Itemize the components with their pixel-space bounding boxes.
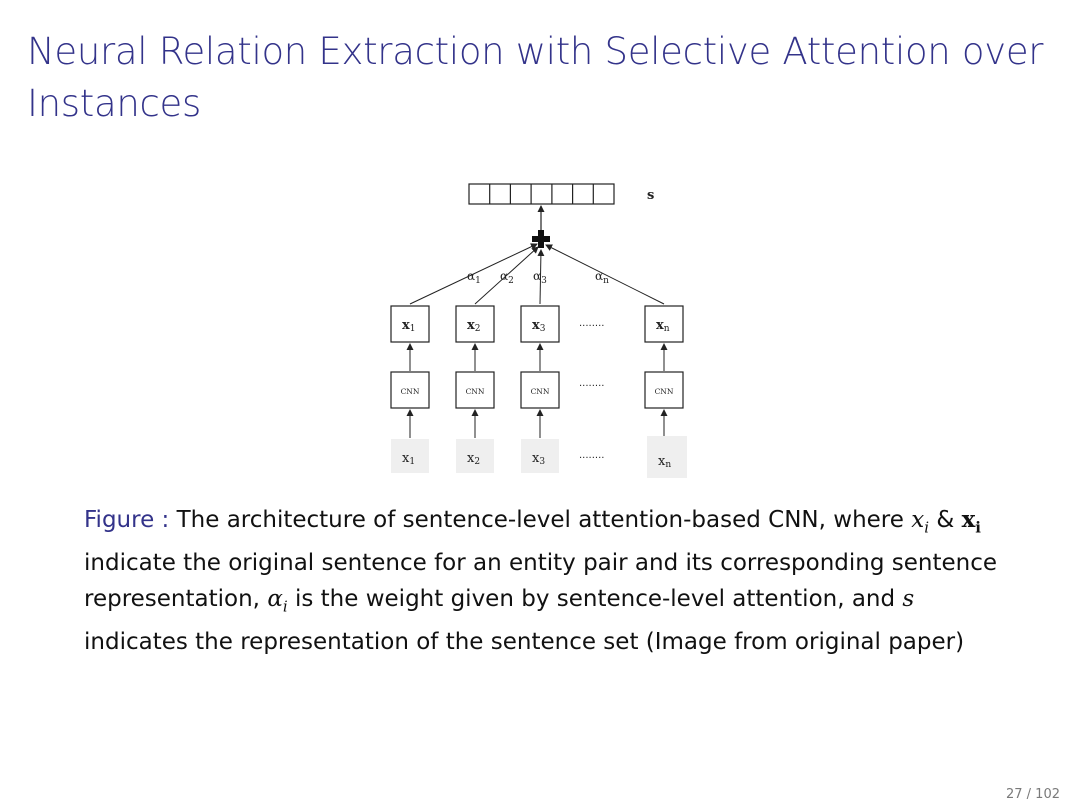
representation-box: xn bbox=[644, 305, 684, 343]
input-sentence-box: x1 bbox=[391, 439, 429, 473]
caption-text: is the weight given by sentence-level at… bbox=[294, 585, 896, 612]
svg-text:CNN: CNN bbox=[466, 387, 485, 396]
caption-text: indicates the representation of the sent… bbox=[84, 628, 965, 655]
cnn-box: CNN bbox=[644, 371, 684, 409]
figure-label: Figure : bbox=[84, 507, 170, 533]
sum-node-icon bbox=[532, 230, 550, 248]
ellipsis: ........ bbox=[579, 318, 604, 329]
cnn-box: CNN bbox=[520, 371, 560, 409]
sentence-set-vector bbox=[468, 183, 615, 205]
alpha-label: α1 bbox=[467, 269, 481, 286]
alpha-label: α3 bbox=[533, 269, 547, 286]
svg-text:x3: x3 bbox=[532, 451, 545, 467]
cnn-box: CNN bbox=[390, 371, 430, 409]
math-bold-xi: xi bbox=[961, 506, 981, 537]
svg-text:CNN: CNN bbox=[531, 387, 550, 396]
cnn-box: CNN bbox=[455, 371, 495, 409]
input-sentence-box: x3 bbox=[521, 439, 559, 473]
representation-box: x3 bbox=[520, 305, 560, 343]
output-label-s: s bbox=[647, 188, 654, 203]
input-sentence-box: x2 bbox=[456, 439, 494, 473]
svg-text:x2: x2 bbox=[467, 318, 481, 334]
svg-text:x1: x1 bbox=[402, 451, 415, 467]
svg-text:CNN: CNN bbox=[655, 387, 674, 396]
slide-title: Neural Relation Extraction with Selectiv… bbox=[27, 30, 1044, 125]
svg-text:xn: xn bbox=[656, 318, 670, 334]
figure-caption: Figure : The architecture of sentence-le… bbox=[84, 502, 1004, 660]
svg-text:x1: x1 bbox=[402, 318, 416, 334]
architecture-diagram: s α1 α2 α3 αn x1 x2 x3 ........ xn CNN bbox=[390, 183, 687, 478]
math-alpha-i: αi bbox=[267, 585, 288, 616]
svg-text:x2: x2 bbox=[467, 451, 480, 467]
alpha-label: αn bbox=[595, 269, 609, 286]
input-sentence-box: xn bbox=[647, 436, 687, 478]
page-number: 27 / 102 bbox=[1005, 787, 1060, 802]
caption-text: The architecture of sentence-level atten… bbox=[176, 507, 904, 533]
math-xi: xi bbox=[911, 507, 930, 537]
svg-text:xn: xn bbox=[658, 454, 671, 470]
svg-text:CNN: CNN bbox=[401, 387, 420, 396]
caption-text: indicate the original sentence for an en… bbox=[84, 550, 998, 612]
caption-amp: & bbox=[936, 507, 955, 533]
svg-text:x3: x3 bbox=[532, 318, 546, 334]
representation-box: x2 bbox=[455, 305, 495, 343]
representation-box: x1 bbox=[390, 305, 430, 343]
alpha-label: α2 bbox=[500, 269, 514, 286]
ellipsis: ........ bbox=[579, 450, 604, 461]
math-s: s bbox=[902, 585, 915, 612]
ellipsis: ........ bbox=[579, 378, 604, 389]
